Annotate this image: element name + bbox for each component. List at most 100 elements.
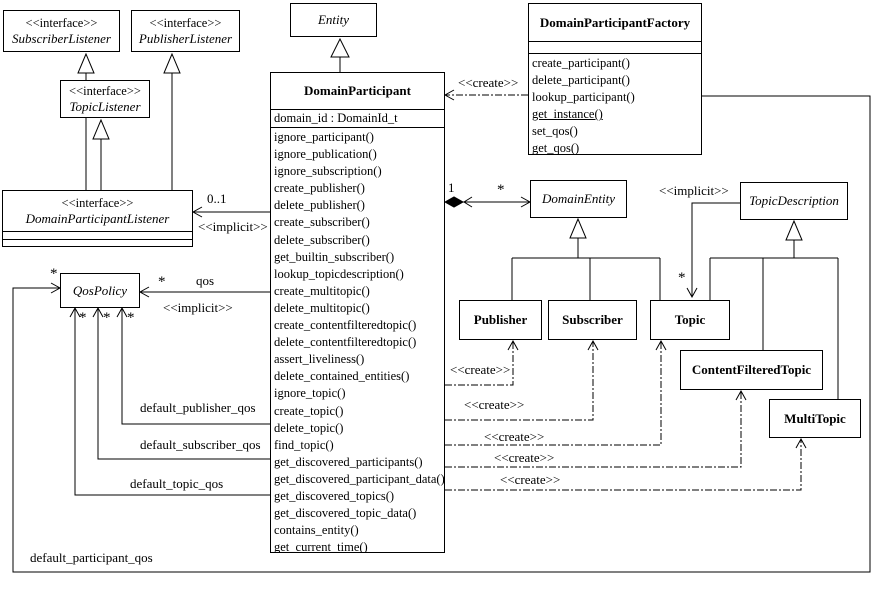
class-topicdescription: TopicDescription <box>740 182 848 220</box>
method-item: get_discovered_topics() <box>274 488 395 503</box>
class-domainparticipantlistener: <<interface>> DomainParticipantListener <box>2 190 193 247</box>
method-item: get_discovered_participants() <box>274 454 423 469</box>
class-name: TopicDescription <box>749 193 839 208</box>
method-item: get_discovered_topic_data() <box>274 506 417 521</box>
method-item: create_multitopic() <box>274 283 370 298</box>
method-item: delete_topic() <box>274 420 344 435</box>
implicit-stereotype-label: <<implicit>> <box>163 300 233 315</box>
create-subscriber <box>445 342 594 421</box>
multiplicity-many: * <box>50 266 58 282</box>
multiplicity-many: * <box>678 270 686 286</box>
class-subscriberlistener: <<interface>> SubscriberListener <box>3 10 120 52</box>
generalization-subscriberlistener <box>77 52 95 190</box>
method-item: delete_contentfilteredtopic() <box>274 335 417 350</box>
association-implicit-topic <box>686 202 740 299</box>
method-item: set_qos() <box>532 124 578 139</box>
empty-attributes-compartment <box>3 231 192 239</box>
class-title: DomainEntity <box>531 181 626 217</box>
method-item: create_publisher() <box>274 181 365 196</box>
interface-stereotype: <<interface>> <box>25 15 98 30</box>
create-stereotype-label: <<create>> <box>494 450 555 465</box>
class-name: PublisherListener <box>138 30 233 46</box>
method-item: get_builtin_subscriber() <box>274 249 395 264</box>
create-arrowhead <box>507 339 519 351</box>
create-multitopic <box>445 440 802 491</box>
class-entity: Entity <box>290 3 377 37</box>
interface-stereotype: <<interface>> <box>61 195 134 210</box>
multiplicity-many: * <box>127 310 135 326</box>
method-item: ignore_subscription() <box>274 164 382 179</box>
class-name: DomainParticipantListener <box>25 210 170 226</box>
create-stereotype-label: <<create>> <box>500 472 561 487</box>
class-publisherlistener: <<interface>> PublisherListener <box>131 10 240 52</box>
method-item: lookup_topicdescription() <box>274 266 404 281</box>
class-domainparticipantfactory: DomainParticipantFactory create_particip… <box>528 3 702 155</box>
attributes-compartment: domain_id : DomainId_t <box>271 109 444 127</box>
class-name: TopicListener <box>69 98 141 114</box>
class-title: <<interface>> DomainParticipantListener <box>3 191 192 231</box>
create-publisher <box>445 342 514 386</box>
method-item: ignore_publication() <box>274 147 377 162</box>
class-title: <<interface>> TopicListener <box>61 81 149 117</box>
association-composition-domainentity <box>443 196 532 208</box>
class-title: ContentFilteredTopic <box>691 362 812 377</box>
class-domainparticipant: DomainParticipant domain_id : DomainId_t… <box>270 72 445 553</box>
class-title: Topic <box>674 312 706 327</box>
method-item: delete_contained_entities() <box>274 369 410 384</box>
method-item: get_qos() <box>532 141 580 154</box>
class-title: TopicDescription <box>741 183 847 219</box>
generalization-topicdescription-bus <box>709 219 839 399</box>
create-stereotype-label: <<create>> <box>464 397 525 412</box>
class-title: DomainParticipant <box>304 83 411 98</box>
methods-compartment: create_participant() delete_participant()… <box>529 53 701 154</box>
default-topic-qos-label: default_topic_qos <box>130 476 224 491</box>
default-subscriber-qos-label: default_subscriber_qos <box>140 437 261 452</box>
create-stereotype-label: <<create>> <box>458 75 519 90</box>
method-item: get_discovered_participant_data() <box>274 471 444 486</box>
method-item: create_contentfilteredtopic() <box>274 318 417 333</box>
multiplicity-many: * <box>497 182 505 198</box>
class-subscriber: Subscriber <box>548 300 637 340</box>
method-item: delete_publisher() <box>274 198 365 213</box>
association-listener <box>191 206 270 218</box>
class-name: DomainEntity <box>542 191 615 206</box>
class-title: <<interface>> PublisherListener <box>132 11 239 51</box>
class-title: QosPolicy <box>61 274 139 307</box>
method-item: lookup_participant() <box>532 90 635 105</box>
class-multitopic: MultiTopic <box>769 399 861 438</box>
create-stereotype-label: <<create>> <box>450 362 511 377</box>
default-publisher-qos-label: default_publisher_qos <box>140 400 256 415</box>
method-item: get_current_time() <box>274 540 368 552</box>
generalization-domainentity-bus <box>511 217 661 300</box>
class-name: Entity <box>317 12 350 27</box>
create-arrowhead <box>587 339 599 351</box>
default-participant-qos-label: default_participant_qos <box>30 550 153 565</box>
class-topic: Topic <box>650 300 730 340</box>
multiplicity-zero-or-one: 0..1 <box>207 191 227 206</box>
class-title: DomainParticipantFactory <box>539 14 691 30</box>
method-item: create_participant() <box>532 56 630 70</box>
create-arrowhead <box>735 389 747 401</box>
method-item: contains_entity() <box>274 523 359 538</box>
implicit-stereotype-label: <<implicit>> <box>659 183 729 198</box>
multiplicity-many: * <box>103 310 111 326</box>
method-item: find_topic() <box>274 437 334 452</box>
association-default-topic-qos <box>69 306 270 496</box>
implicit-stereotype-label: <<implicit>> <box>198 219 268 234</box>
method-item: assert_liveliness() <box>274 352 365 367</box>
generalization-publisherlistener <box>163 52 181 190</box>
generalization-entity <box>330 37 350 72</box>
class-title: Entity <box>291 4 376 36</box>
method-item: ignore_topic() <box>274 386 346 401</box>
create-arrowhead <box>795 437 807 449</box>
class-name: QosPolicy <box>72 282 128 298</box>
method-item: create_subscriber() <box>274 215 370 230</box>
association-default-publisher-qos <box>116 306 270 425</box>
class-title: Publisher <box>473 312 528 327</box>
multiplicity-many: * <box>79 310 87 326</box>
multiplicity-many: * <box>158 274 166 290</box>
method-item: delete_participant() <box>532 73 630 88</box>
association-qos <box>138 286 270 298</box>
